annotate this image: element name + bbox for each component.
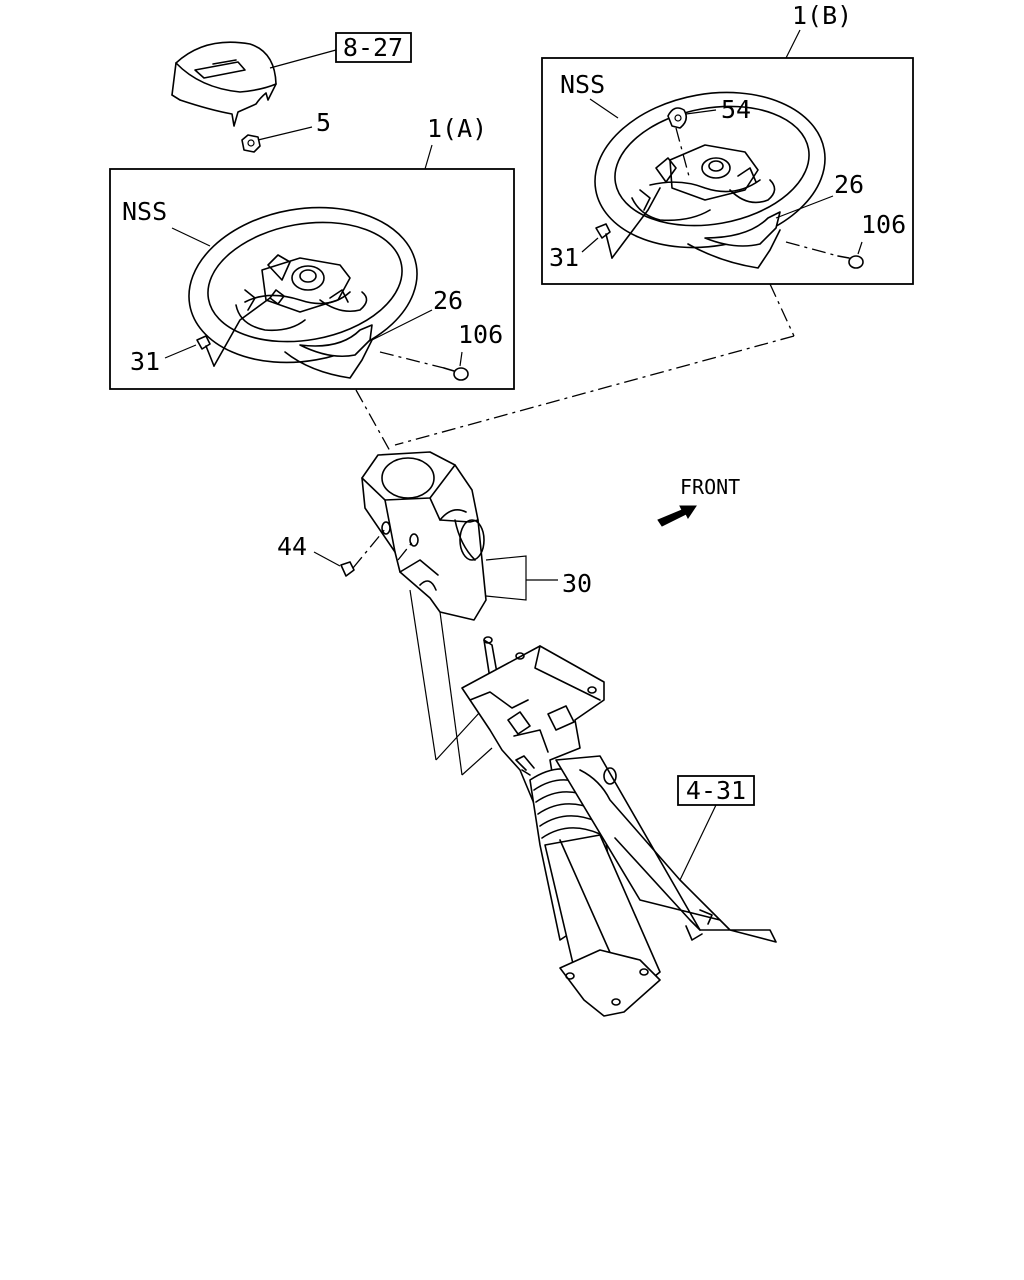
group-label-1a: 1(A) xyxy=(427,114,487,143)
front-label: FRONT xyxy=(680,475,740,499)
steering-wheel-b xyxy=(594,91,826,269)
part-label-54: 54 xyxy=(721,95,751,124)
group-1b-box xyxy=(541,57,914,285)
group-1a-box xyxy=(109,168,515,390)
part-label-44: 44 xyxy=(277,532,307,561)
part-label-30: 30 xyxy=(562,569,592,598)
bolt-106-a-icon xyxy=(443,367,469,381)
bolt-106-b-icon xyxy=(837,255,864,269)
part-label-31-b: 31 xyxy=(549,243,579,272)
part-label-5: 5 xyxy=(316,108,331,137)
nss-label-a: NSS xyxy=(122,197,167,226)
nss-label-b: NSS xyxy=(560,70,605,99)
ref-label-4-31: 4-31 xyxy=(686,776,746,805)
front-arrow-icon xyxy=(657,505,697,527)
nut-icon xyxy=(241,134,261,153)
part-label-31-a: 31 xyxy=(130,347,160,376)
connector-54-icon xyxy=(667,107,688,129)
part-label-26-a: 26 xyxy=(433,286,463,315)
part-label-106-b: 106 xyxy=(861,210,906,239)
group-label-1b: 1(B) xyxy=(792,1,852,30)
ref-box-4-31: 4-31 xyxy=(677,775,755,806)
ref-label-8-27: 8-27 xyxy=(343,33,403,62)
horn-pad-cover xyxy=(171,41,277,127)
screw-31-b-icon xyxy=(595,223,613,259)
column-cover xyxy=(361,451,487,621)
ref-box-8-27: 8-27 xyxy=(335,32,412,63)
part-label-106-a: 106 xyxy=(458,320,503,349)
part-label-26-b: 26 xyxy=(834,170,864,199)
screw-31-a-icon xyxy=(196,335,215,367)
steering-wheel-a xyxy=(188,206,418,379)
screw-44-icon xyxy=(340,561,355,577)
steering-column xyxy=(461,636,777,1017)
